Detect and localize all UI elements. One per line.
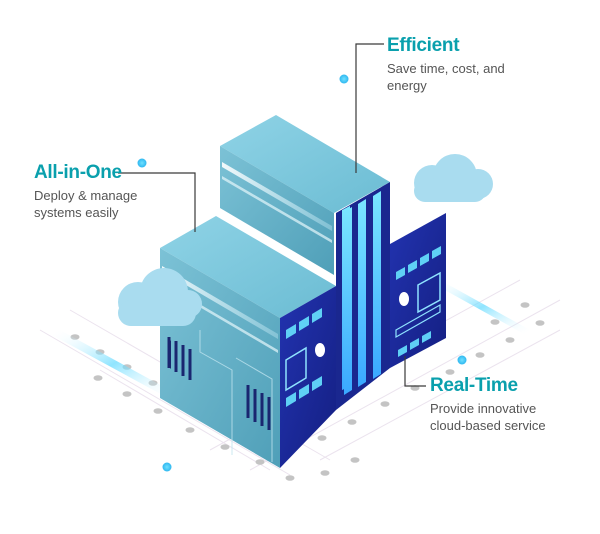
callout-all-in-one-line2: systems easily [34,205,119,220]
callout-real-time: Real-Time Provide innovative cloud-based… [430,375,580,434]
callout-all-in-one: All-in-One Deploy & manage systems easil… [34,162,164,221]
callout-real-time-line1: Provide innovative [430,401,537,416]
cloud-icon [414,154,493,202]
grid-dot [255,459,265,465]
cloud-icon [118,268,202,326]
callout-real-time-line2: cloud-based service [430,418,546,433]
tower-front-block [160,216,336,468]
grid-dot [380,401,390,407]
server-panel-front [280,182,446,468]
callout-all-in-one-desc: Deploy & manage systems easily [34,187,164,221]
callout-real-time-title: Real-Time [430,375,518,396]
grid-dot [475,352,485,358]
grid-dot [153,408,163,414]
grid-dot [220,444,230,450]
grid-dot [122,391,132,397]
grid-dot [520,302,530,308]
grid-dot [285,475,295,481]
callout-all-in-one-title: All-in-One [34,162,122,183]
grid-dot [350,457,360,463]
callout-efficient: Efficient Save time, cost, and energy [387,35,537,94]
grid-dot [535,320,545,326]
callout-connector-lines [118,43,426,387]
grid-dot [93,375,103,381]
grid-dot [490,319,500,325]
light-beam-right [434,280,530,334]
sparkle-dot [137,74,467,472]
grid-dot [185,427,195,433]
grid-dot [505,337,515,343]
grid-dot [320,470,330,476]
light-beam-left [52,330,175,398]
callout-efficient-line2: energy [387,78,427,93]
callout-efficient-desc: Save time, cost, and energy [387,60,537,94]
vent-slots-right [246,385,271,430]
grid-dot [347,419,357,425]
tower-back-block [220,115,390,275]
callout-efficient-line1: Save time, cost, and [387,61,505,76]
callout-all-in-one-line1: Deploy & manage [34,188,138,203]
callout-efficient-title: Efficient [387,35,460,56]
callout-real-time-desc: Provide innovative cloud-based service [430,400,580,434]
grid-dot [317,435,327,441]
grid-dot [445,369,455,375]
vent-slots-left [167,337,192,380]
